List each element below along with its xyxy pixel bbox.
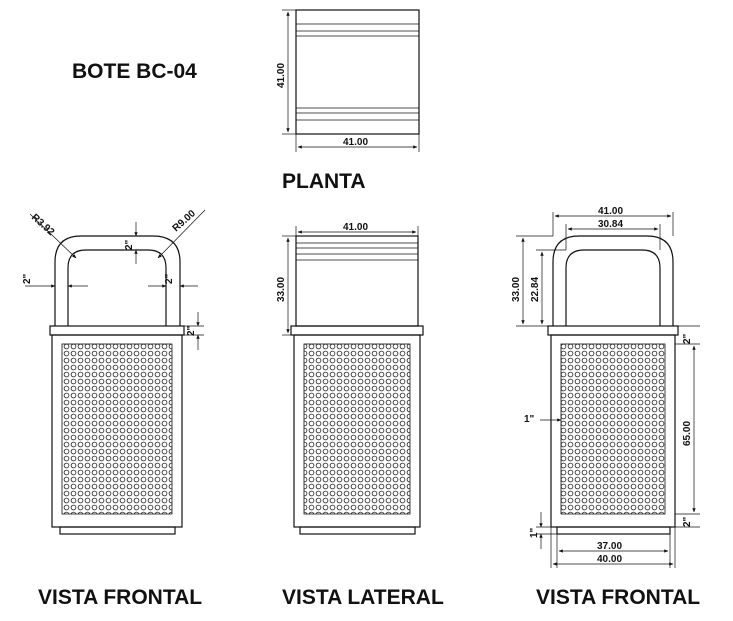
front-right-label: VISTA FRONTAL — [536, 586, 700, 609]
right-inch-one-b-dim: 1" — [529, 527, 540, 538]
right-body-height-dim: 65.00 — [682, 421, 693, 446]
side-view: 41.00 33.00 — [276, 222, 424, 535]
right-top-outer-dim: 41.00 — [598, 206, 623, 217]
plan-label: PLANTA — [282, 170, 366, 193]
radius-left-dim: R3.92 — [29, 212, 57, 238]
plan-width-dim: 41.00 — [343, 137, 368, 148]
side-height-dim: 33.00 — [276, 277, 287, 302]
front-left-label: VISTA FRONTAL — [38, 586, 202, 609]
front-view-right: 41.00 30.84 33.00 22.84 65.00 2" 2" 1" 1… — [511, 206, 700, 568]
plan-view: 41.00 41.00 — [276, 9, 420, 152]
plan-height-dim: 41.00 — [276, 63, 287, 88]
inch-dim-right: 2" — [164, 273, 175, 284]
right-bottom-outer-dim: 40.00 — [597, 554, 622, 565]
drawing-title: BOTE BC-04 — [72, 60, 197, 83]
right-height-outer-dim: 33.00 — [511, 277, 522, 302]
right-bottom-inner-dim: 37.00 — [597, 541, 622, 552]
right-inch-bottom-dim: 2" — [682, 516, 693, 527]
right-top-inner-dim: 30.84 — [598, 219, 623, 230]
right-height-inner-dim: 22.84 — [530, 277, 541, 302]
front-view-left: R3.92 R9.00 2" 2" 2" 2" — [22, 208, 206, 535]
side-width-dim: 41.00 — [343, 222, 368, 233]
right-inch-one-dim: 1" — [524, 414, 535, 425]
side-label: VISTA LATERAL — [282, 586, 444, 609]
right-inch-top-dim: 2" — [682, 333, 693, 344]
inch-dim-rim: 2" — [186, 325, 197, 336]
inch-dim-left: 2" — [22, 273, 33, 284]
inch-dim-top: 2" — [124, 239, 135, 250]
